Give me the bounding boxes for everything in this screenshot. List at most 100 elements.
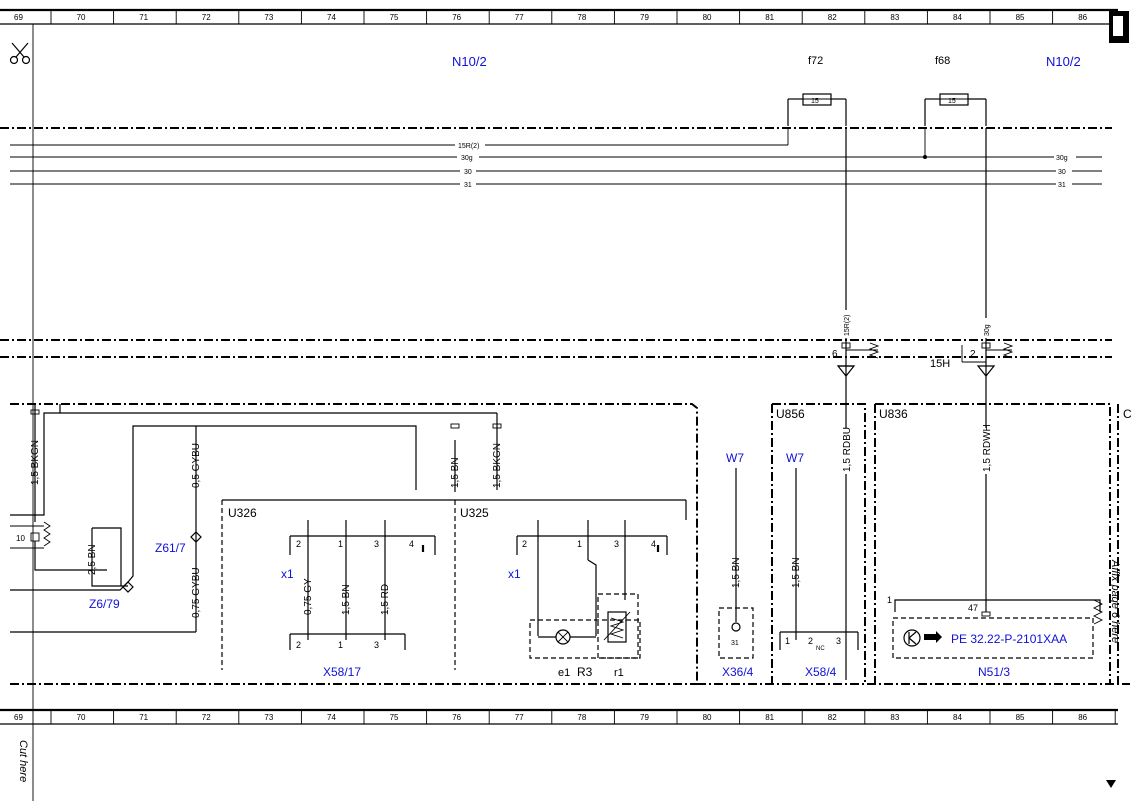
ruler-column-85: 85 <box>1016 713 1025 722</box>
ruler-column-81: 81 <box>765 713 774 722</box>
wire-label-rdwh: 1,5 RDWH <box>982 424 993 472</box>
ruler-column-69: 69 <box>14 713 23 722</box>
pin-label-10: 10 <box>16 534 25 543</box>
wire-label-15r2: 15R(2) <box>844 315 851 336</box>
wire-label-bkgn-left: 1,5 BKGN <box>30 440 41 485</box>
ruler-column-73: 73 <box>264 713 273 722</box>
svg-text:2: 2 <box>522 539 527 549</box>
u856-label: U856 <box>776 407 805 421</box>
wire-label-0-5-gybu: 0,5 GYBU <box>191 443 202 488</box>
svg-text:3: 3 <box>614 539 619 549</box>
wire-label-1-5-bkgn-mid: 1,5 BKGN <box>492 443 503 488</box>
x58-4-group: W7 1,5 BN 1 2 3 NC X58/4 <box>779 451 859 679</box>
ruler-column-82: 82 <box>828 13 837 22</box>
ruler-column-86: 86 <box>1078 713 1087 722</box>
ruler-column-72: 72 <box>202 13 211 22</box>
x36-4-group: W7 1,5 BN 31 X36/4 <box>718 451 754 679</box>
ruler-column-84: 84 <box>953 713 962 722</box>
connector-x36-4[interactable]: X36/4 <box>722 665 754 679</box>
connector-x1-a[interactable]: x1 <box>281 567 294 581</box>
ruler-column-72: 72 <box>202 713 211 722</box>
ruler-column-82: 82 <box>828 713 837 722</box>
u325-label: U325 <box>460 506 489 520</box>
wire-label-30g: 30g <box>984 324 991 336</box>
fuse-f68: 15 <box>924 93 987 126</box>
bus-label-30: 30 <box>464 169 472 176</box>
ref-pe-32-22-p-2101xaa[interactable]: PE 32.22-P-2101XAA <box>951 632 1067 646</box>
wire-label-2-5-bn: 2,5 BN <box>87 544 98 575</box>
pin-label-15h: 15H <box>930 358 950 370</box>
pin-label-2: 2 <box>970 349 976 360</box>
bus-label-31-right: 31 <box>1058 182 1066 189</box>
module-label-n10-2-left[interactable]: N10/2 <box>452 54 487 69</box>
ruler-column-75: 75 <box>390 713 399 722</box>
ruler-column-86: 86 <box>1078 13 1087 22</box>
ruler-column-85: 85 <box>1016 13 1025 22</box>
u836-boundary <box>875 403 1111 684</box>
cut-here-label: Cut here <box>17 740 29 782</box>
svg-text:1: 1 <box>577 539 582 549</box>
u326-label: U326 <box>228 506 257 520</box>
ruler-column-79: 79 <box>640 713 649 722</box>
pin-label-nc: NC <box>816 646 825 652</box>
bus-label-30-right: 30 <box>1058 169 1066 176</box>
wire-label-1-5-rd: 1,5 RD <box>380 584 391 615</box>
bus-label-30g: 30g <box>461 155 473 162</box>
connector-x58-4[interactable]: X58/4 <box>805 665 837 679</box>
ruler-column-74: 74 <box>327 13 336 22</box>
svg-text:3: 3 <box>836 636 841 646</box>
ruler-column-84: 84 <box>953 13 962 22</box>
ground-point-z6-79[interactable]: Z6/79 <box>89 597 120 611</box>
connector-pin-2: 2 15H <box>930 342 1014 377</box>
ground-point-z61-7[interactable]: Z61/7 <box>155 541 186 555</box>
wire-label-1-5-bn-c: 1,5 BN <box>731 557 742 588</box>
label-r3: R3 <box>577 665 593 679</box>
label-e1: e1 <box>558 667 570 679</box>
connector-pin-6: 6 <box>832 342 880 377</box>
label-r1: r1 <box>614 667 624 679</box>
bus-label-30g-right: 30g <box>1056 155 1068 162</box>
ruler-column-77: 77 <box>515 713 524 722</box>
svg-text:1: 1 <box>338 539 343 549</box>
ruler-column-78: 78 <box>577 13 586 22</box>
fuse-rating-f72: 15 <box>811 98 819 105</box>
bus-lines: 15R(2) 30g 30 31 30g 30 31 <box>10 128 1102 189</box>
down-triangle-icon <box>1106 780 1116 788</box>
fuse-rating-f68: 15 <box>948 98 956 105</box>
wire-label-0-75-gybu: 0,75 GYBU <box>191 567 202 618</box>
svg-text:4: 4 <box>409 539 414 549</box>
svg-text:4: 4 <box>651 539 656 549</box>
svg-text:3: 3 <box>374 640 379 650</box>
ruler-column-70: 70 <box>77 13 86 22</box>
pointing-hand-icon <box>924 631 942 643</box>
scissors-icon <box>9 42 31 65</box>
pin-label-47: 47 <box>968 603 978 613</box>
n51-3-group: 1 47 PE 32.22-P-2101XAA N51/3 <box>887 595 1104 679</box>
wire-label-0-75-gy: 0,75 GY <box>303 578 314 615</box>
ruler-column-69: 69 <box>14 13 23 22</box>
u-cut-label: C <box>1123 407 1132 421</box>
ruler-column-83: 83 <box>890 13 899 22</box>
ruler-column-83: 83 <box>890 713 899 722</box>
u856-boundary <box>772 403 866 684</box>
ruler-column-80: 80 <box>703 13 712 22</box>
bus-label-15r: 15R(2) <box>458 143 479 150</box>
ruler-column-79: 79 <box>640 13 649 22</box>
svg-text:2: 2 <box>296 640 301 650</box>
connector-x58-17[interactable]: X58/17 <box>323 665 361 679</box>
module-n51-3[interactable]: N51/3 <box>978 665 1010 679</box>
ruler-column-70: 70 <box>77 713 86 722</box>
ground-w7-a[interactable]: W7 <box>726 451 744 465</box>
module-label-n10-2-right[interactable]: N10/2 <box>1046 54 1081 69</box>
wire-label-1-5-bn-b: 1,5 BN <box>341 584 352 615</box>
ruler-column-76: 76 <box>452 713 461 722</box>
ground-w7-b[interactable]: W7 <box>786 451 804 465</box>
ruler-column-71: 71 <box>139 13 148 22</box>
connector-x1-b[interactable]: x1 <box>508 567 521 581</box>
ruler-column-75: 75 <box>390 13 399 22</box>
svg-text:1: 1 <box>338 640 343 650</box>
left-wiring: 1,5 BKGN 10 2,5 BN Z6/79 0,5 GYBU Z61/7 … <box>10 404 503 633</box>
